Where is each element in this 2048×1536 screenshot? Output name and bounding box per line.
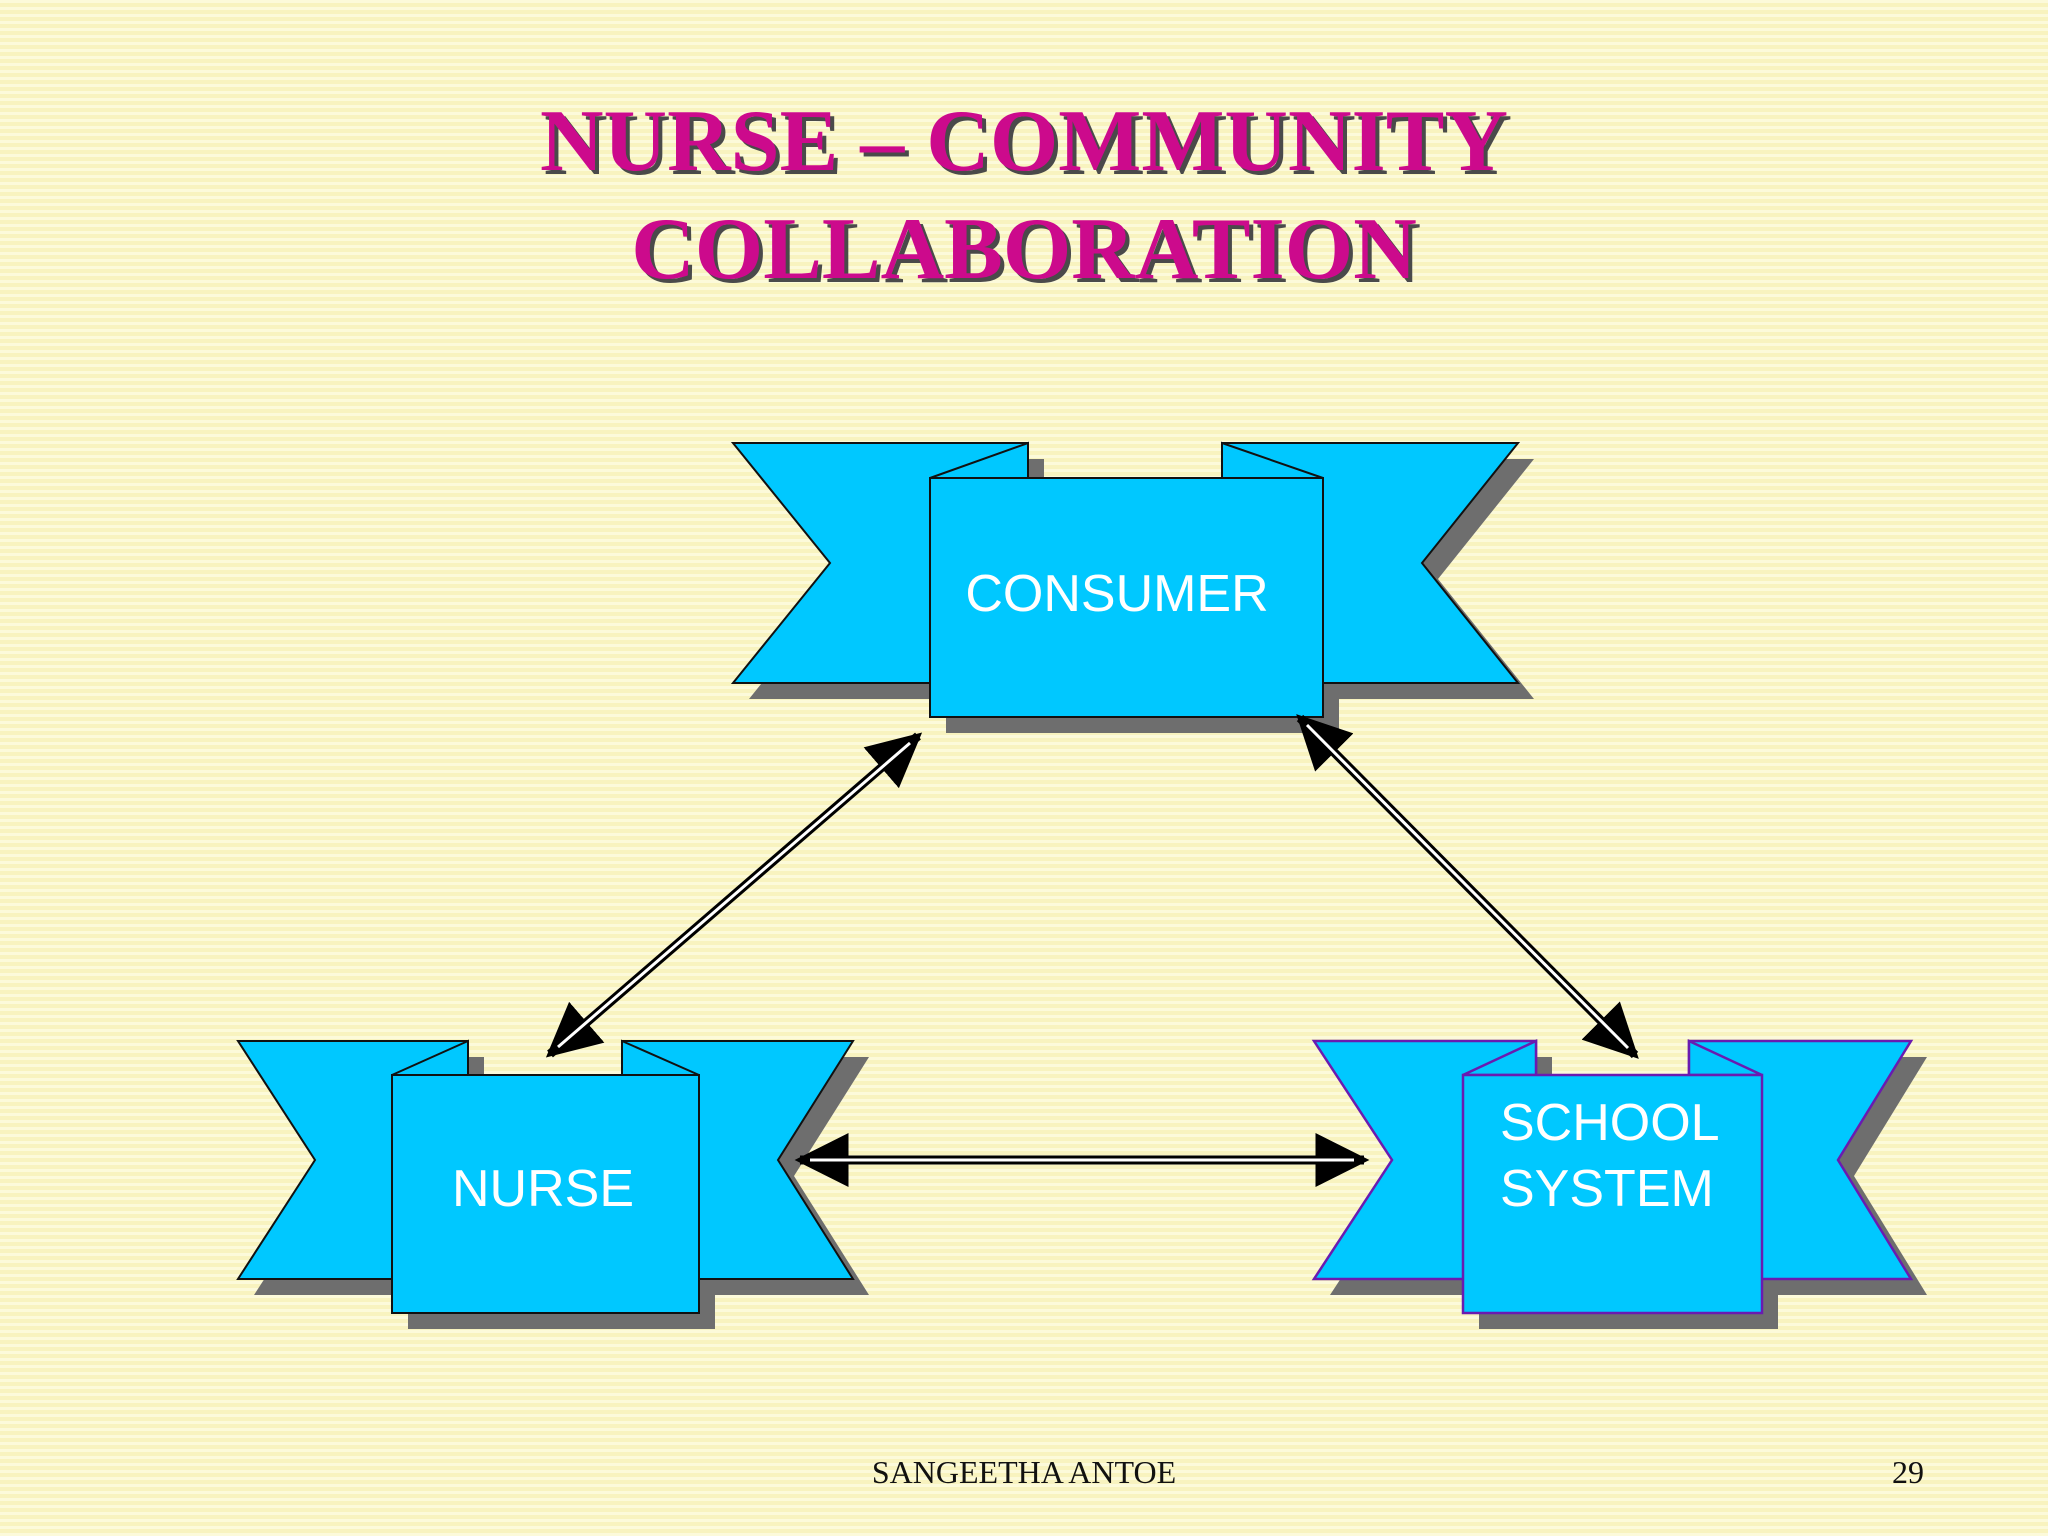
edge-nurse-consumer	[545, 732, 923, 1058]
node-school-label-line-2: SYSTEM	[1500, 1160, 1714, 1218]
page-number: 29	[1892, 1454, 1924, 1490]
footer-author: SANGEETHA ANTOE	[871, 1454, 1177, 1490]
edge-consumer-school	[1296, 714, 1639, 1059]
title-line-2: COLLABORATION	[631, 201, 1417, 298]
banner-nurse-center	[391, 1074, 700, 1314]
slide-title: NURSE – COMMUNITY COLLABORATION	[0, 88, 2048, 304]
node-consumer-label: CONSUMER	[965, 565, 1268, 623]
node-school-label-line-1: SCHOOL	[1500, 1094, 1720, 1152]
banner-consumer: CONSUMER	[730, 441, 1534, 733]
node-nurse-label: NURSE	[452, 1160, 634, 1218]
banner-consumer-center	[929, 477, 1324, 718]
banner-school-system: SCHOOL SYSTEM	[1311, 1039, 1927, 1329]
title-line-1: NURSE – COMMUNITY	[540, 93, 1508, 190]
banner-school-center	[1461, 1073, 1764, 1315]
banner-nurse: NURSE	[236, 1039, 869, 1329]
